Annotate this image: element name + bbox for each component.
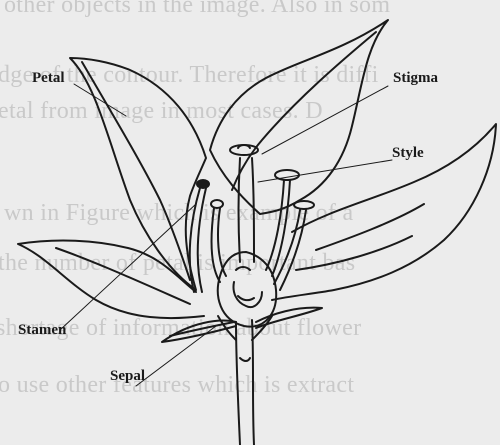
petal-left-lower bbox=[18, 241, 204, 319]
label-stigma: Stigma bbox=[393, 70, 438, 87]
leader-lines bbox=[60, 84, 392, 386]
label-sepal: Sepal bbox=[110, 368, 145, 385]
leader-line-stamen bbox=[60, 204, 196, 330]
stem bbox=[218, 316, 272, 445]
label-style: Style bbox=[392, 145, 424, 162]
petal-upper-right bbox=[210, 20, 388, 214]
petal-upper-left bbox=[70, 58, 206, 290]
pistil bbox=[230, 145, 258, 262]
sepal-right bbox=[256, 308, 322, 328]
label-stamen: Stamen bbox=[18, 322, 66, 339]
label-petal: Petal bbox=[32, 70, 64, 87]
stamen-left-inner bbox=[211, 200, 226, 282]
ovary bbox=[218, 252, 276, 327]
